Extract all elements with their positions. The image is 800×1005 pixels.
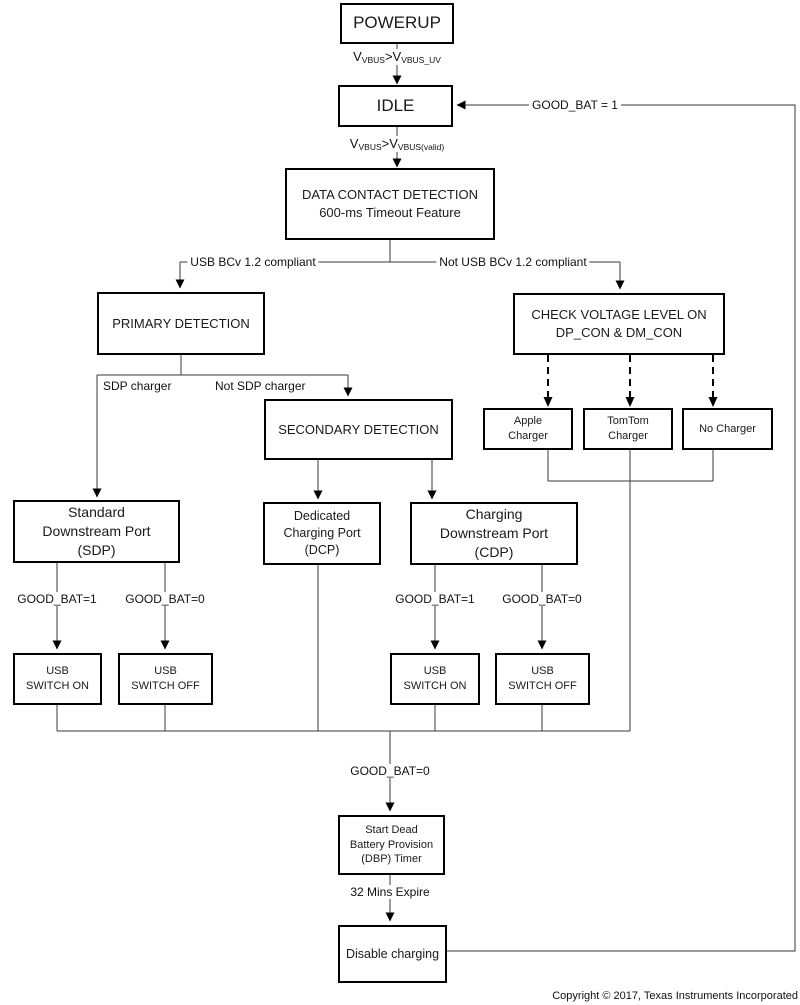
node-label: Battery Provision [349,838,434,851]
node-powerup: POWERUP [340,3,454,44]
node-label: Charger [608,430,648,442]
node-sdp: Standard Downstream Port (SDP) [13,500,180,563]
vbus-sub: VBUS [361,55,385,65]
node-dbp-timer: Start Dead Battery Provision (DBP) Timer [338,815,445,875]
node-label: Downstream Port [42,523,151,540]
node-label: (DBP) Timer [361,853,422,866]
node-usb-switch-off-cdp: USB SWITCH OFF [495,653,590,705]
node-idle: IDLE [338,85,453,127]
edge-label-sdp-charger: SDP charger [100,379,175,393]
node-cdp: Charging Downstream Port (CDP) [410,502,578,565]
node-label: Charger [508,430,548,442]
node-usb-switch-off-sdp: USB SWITCH OFF [118,653,213,705]
edge-label-good-bat-0-cdp: GOOD_BAT=0 [499,592,585,606]
edge-label-timer-expire: 32 Mins Expire [347,885,433,899]
vbus-v: V [349,136,359,151]
vbus-sub: VBUS [358,142,382,152]
edge-label-not-usb-compliant: Not USB BCv 1.2 compliant [436,255,590,269]
node-label: Downstream Port [439,525,549,542]
node-dcp: Dedicated Charging Port (DCP) [263,502,381,565]
node-label: Charging Port [283,526,361,541]
edge-label-good-bat-1-cdp: GOOD_BAT=1 [392,592,478,606]
vbus-sub: VBUS(valid) [397,142,445,152]
node-primary-detection: PRIMARY DETECTION [97,292,265,355]
node-check-voltage-level: CHECK VOLTAGE LEVEL ON DP_CON & DM_CON [513,293,725,355]
node-label: USB [46,665,69,678]
node-label: SWITCH OFF [131,680,200,692]
node-label: USB [531,665,554,678]
node-label: USB [423,665,447,678]
node-label: No Charger [699,422,756,435]
edge-label-good-bat-1-sdp: GOOD_BAT=1 [14,592,100,606]
node-label: SWITCH OFF [508,680,577,692]
node-label: SWITCH ON [26,680,89,692]
node-label: Standard [68,504,125,521]
edge-label-vbus-uv: VVBUS>VVBUS_UV [350,49,444,65]
copyright-notice: Copyright © 2017, Texas Instruments Inco… [552,990,798,1002]
node-data-contact-detection: DATA CONTACT DETECTION 600-ms Timeout Fe… [285,168,495,240]
edge-label-good-bat-0-sdp: GOOD_BAT=0 [122,592,208,606]
node-label: USB [154,665,177,678]
node-label: (DCP) [304,542,340,557]
vbus-v: V [353,49,362,64]
node-label: TomTom [607,415,649,428]
vbus-sub: VBUS_UV [401,55,441,65]
node-label: 600-ms Timeout Feature [319,205,461,220]
node-apple-charger: Apple Charger [483,408,573,450]
edge-label-vbus-valid: VVBUS>VVBUS(valid) [346,136,448,152]
edge-label-good-bat-0-bottom: GOOD_BAT=0 [347,764,433,778]
node-label: IDLE [376,95,415,115]
node-disable-charging: Disable charging [338,925,447,983]
node-label: SECONDARY DETECTION [278,421,439,437]
node-label: POWERUP [353,13,441,33]
node-label: Disable charging [345,946,440,961]
vbus-op: > [381,136,390,151]
node-label: Apple [513,415,543,428]
node-label: (SDP) [77,541,116,558]
node-label: DP_CON & DM_CON [555,325,683,340]
node-label: Dedicated [293,509,351,524]
node-label: CHECK VOLTAGE LEVEL ON [531,307,707,323]
vbus-v: V [392,49,402,64]
node-usb-switch-on-cdp: USB SWITCH ON [390,653,480,705]
edge-label-not-sdp-charger: Not SDP charger [212,379,309,393]
node-no-charger: No Charger [682,408,773,450]
node-label: DATA CONTACT DETECTION [302,187,478,203]
node-label: Start Dead [365,823,418,836]
edge-label-good-bat-feedback: GOOD_BAT = 1 [529,98,621,112]
node-label: (CDP) [474,543,514,560]
node-secondary-detection: SECONDARY DETECTION [264,399,453,460]
vbus-op: > [384,49,393,64]
node-tomtom-charger: TomTom Charger [583,408,673,450]
vbus-v: V [389,136,398,151]
node-label: PRIMARY DETECTION [112,315,250,331]
node-label: SWITCH ON [403,680,467,692]
node-label: Charging [465,506,523,523]
edge-label-usb-compliant: USB BCv 1.2 compliant [187,255,319,269]
node-usb-switch-on-sdp: USB SWITCH ON [13,653,102,705]
